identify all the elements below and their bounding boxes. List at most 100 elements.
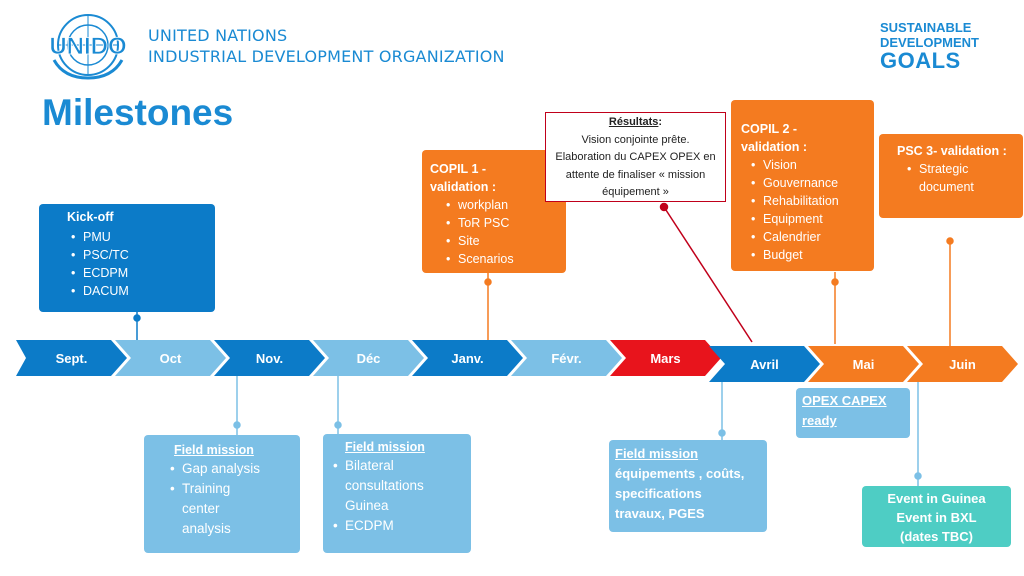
timeline-chevron — [115, 340, 226, 376]
field-mission-1-item: analysis — [182, 521, 231, 536]
timeline-month: Févr. — [511, 340, 622, 376]
timeline-month-label: Févr. — [551, 350, 582, 366]
event-box: Event in Guinea Event in BXL (dates TBC) — [862, 486, 1011, 547]
psc3-title: PSC 3- validation : — [897, 144, 1007, 158]
org-name-line2: INDUSTRIAL DEVELOPMENT ORGANIZATION — [148, 47, 505, 66]
timeline-chevron — [610, 340, 721, 376]
timeline-month: Mai — [808, 346, 919, 382]
copil2-title-a: COPIL 2 - — [741, 122, 798, 136]
copil2-item: Gouvernance — [751, 174, 868, 192]
timeline-chevron-shape — [412, 340, 523, 376]
timeline-chevron-shape — [610, 340, 721, 376]
timeline-chevron-shape — [511, 340, 622, 376]
copil2-item: Vision — [751, 156, 868, 174]
copil2-item: Equipment — [751, 210, 868, 228]
timeline-month: Nov. — [214, 340, 325, 376]
timeline-chevron-shape — [313, 340, 424, 376]
field-mission-1-item: center — [182, 501, 220, 516]
timeline-month: Sept. — [16, 340, 127, 376]
timeline-month-label: Mars — [650, 350, 681, 366]
field-mission-2-item: ECDPM — [333, 516, 465, 536]
resultats-colon: : — [658, 116, 663, 128]
field-mission-1-item: Training — [170, 479, 294, 499]
field-mission-1-title: Field mission — [174, 443, 254, 457]
field-mission-2-title: Field mission — [345, 440, 425, 454]
timeline-chevron-shape — [907, 346, 1018, 382]
copil1-title-b: validation : — [430, 180, 496, 194]
timeline-month-label: Sept. — [55, 350, 88, 366]
timeline-month-label: Juin — [949, 356, 976, 372]
timeline-chevron — [907, 346, 1018, 382]
timeline-month-label: Oct — [159, 350, 182, 366]
kickoff-item: DACUM — [71, 282, 209, 300]
timeline-chevron-shape — [709, 346, 820, 382]
copil1-item: Scenarios — [446, 250, 560, 268]
copil1-box: COPIL 1 - validation : workplan ToR PSC … — [422, 150, 566, 273]
resultats-title: Résultats — [608, 116, 659, 128]
kickoff-title: Kick-off — [67, 210, 114, 224]
un-emblem-icon: UNIDO — [49, 14, 127, 80]
copil2-item: Rehabilitation — [751, 192, 868, 210]
timeline-month: Déc — [313, 340, 424, 376]
psc3-item: document — [919, 180, 974, 194]
timeline-month-label: Janv. — [451, 350, 484, 366]
timeline-month-label: Nov. — [255, 350, 284, 366]
field-mission-2-item: Bilateral — [333, 456, 465, 476]
sdg-logo: SUSTAINABLE DEVELOPMENT GOALS — [880, 20, 980, 72]
sdg-line3: GOALS — [880, 48, 961, 73]
timeline-month: Oct — [115, 340, 226, 376]
event-line1: Event in Guinea — [887, 491, 986, 506]
resultats-line: équipement » — [602, 186, 669, 198]
psc3-item: Strategic — [907, 160, 1017, 178]
timeline-chevron-shape — [214, 340, 325, 376]
psc3-box: PSC 3- validation : Strategic document — [879, 134, 1023, 218]
copil1-item: Site — [446, 232, 560, 250]
timeline-chevron — [412, 340, 523, 376]
kickoff-item: PMU — [71, 228, 209, 246]
kickoff-item: PSC/TC — [71, 246, 209, 264]
field-mission-3-line: travaux, PGES — [615, 506, 705, 521]
timeline-chevron — [511, 340, 622, 376]
timeline-month: Janv. — [412, 340, 523, 376]
opex-capex-box: OPEX CAPEX ready — [796, 388, 910, 438]
sdg-line2: DEVELOPMENT — [880, 35, 979, 50]
resultats-line: Elaboration du CAPEX OPEX en — [555, 151, 716, 163]
event-line3: (dates TBC) — [900, 529, 973, 544]
kickoff-item: ECDPM — [71, 264, 209, 282]
field-mission-2-item: Guinea — [345, 498, 389, 513]
timeline-chevron — [313, 340, 424, 376]
field-mission-1-item: Gap analysis — [170, 459, 294, 479]
opex-capex-line1: OPEX CAPEX — [802, 393, 887, 408]
resultats-connector — [663, 206, 753, 343]
field-mission-3-box: Field mission équipements , coûts, speci… — [609, 440, 767, 532]
copil2-item: Budget — [751, 246, 868, 264]
copil2-item: Calendrier — [751, 228, 868, 246]
timeline-chevron-shape — [16, 340, 127, 376]
field-mission-2-item: consultations — [345, 478, 424, 493]
copil1-item: ToR PSC — [446, 214, 560, 232]
org-name-line1: UNITED NATIONS — [148, 26, 288, 45]
timeline-chevron — [16, 340, 127, 376]
timeline-chevron — [709, 346, 820, 382]
timeline-month: Avril — [709, 346, 820, 382]
sdg-line1: SUSTAINABLE — [880, 20, 972, 35]
copil1-title-a: COPIL 1 - — [430, 162, 487, 176]
timeline-month-label: Avril — [750, 356, 779, 372]
page-title: Milestones — [42, 92, 234, 133]
copil1-item: workplan — [446, 196, 560, 214]
timeline-chevron — [214, 340, 325, 376]
unido-logo-text: UNIDO — [49, 33, 126, 60]
timeline-month: Mars — [610, 340, 721, 376]
event-line2: Event in BXL — [896, 510, 977, 525]
resultats-box: Résultats: Vision conjointe prête. Elabo… — [545, 112, 726, 202]
opex-capex-line2: ready — [802, 413, 837, 428]
resultats-line: Vision conjointe prête. — [581, 133, 690, 146]
copil2-title-b: validation : — [741, 140, 807, 154]
timeline-chevron — [808, 346, 919, 382]
timeline-month: Juin — [907, 346, 1018, 382]
timeline-chevron-shape — [808, 346, 919, 382]
timeline-chevron-shape — [115, 340, 226, 376]
field-mission-2-box: Field mission Bilateral consultations Gu… — [323, 434, 471, 553]
kickoff-box: Kick-off PMU PSC/TC ECDPM DACUM — [39, 204, 215, 312]
